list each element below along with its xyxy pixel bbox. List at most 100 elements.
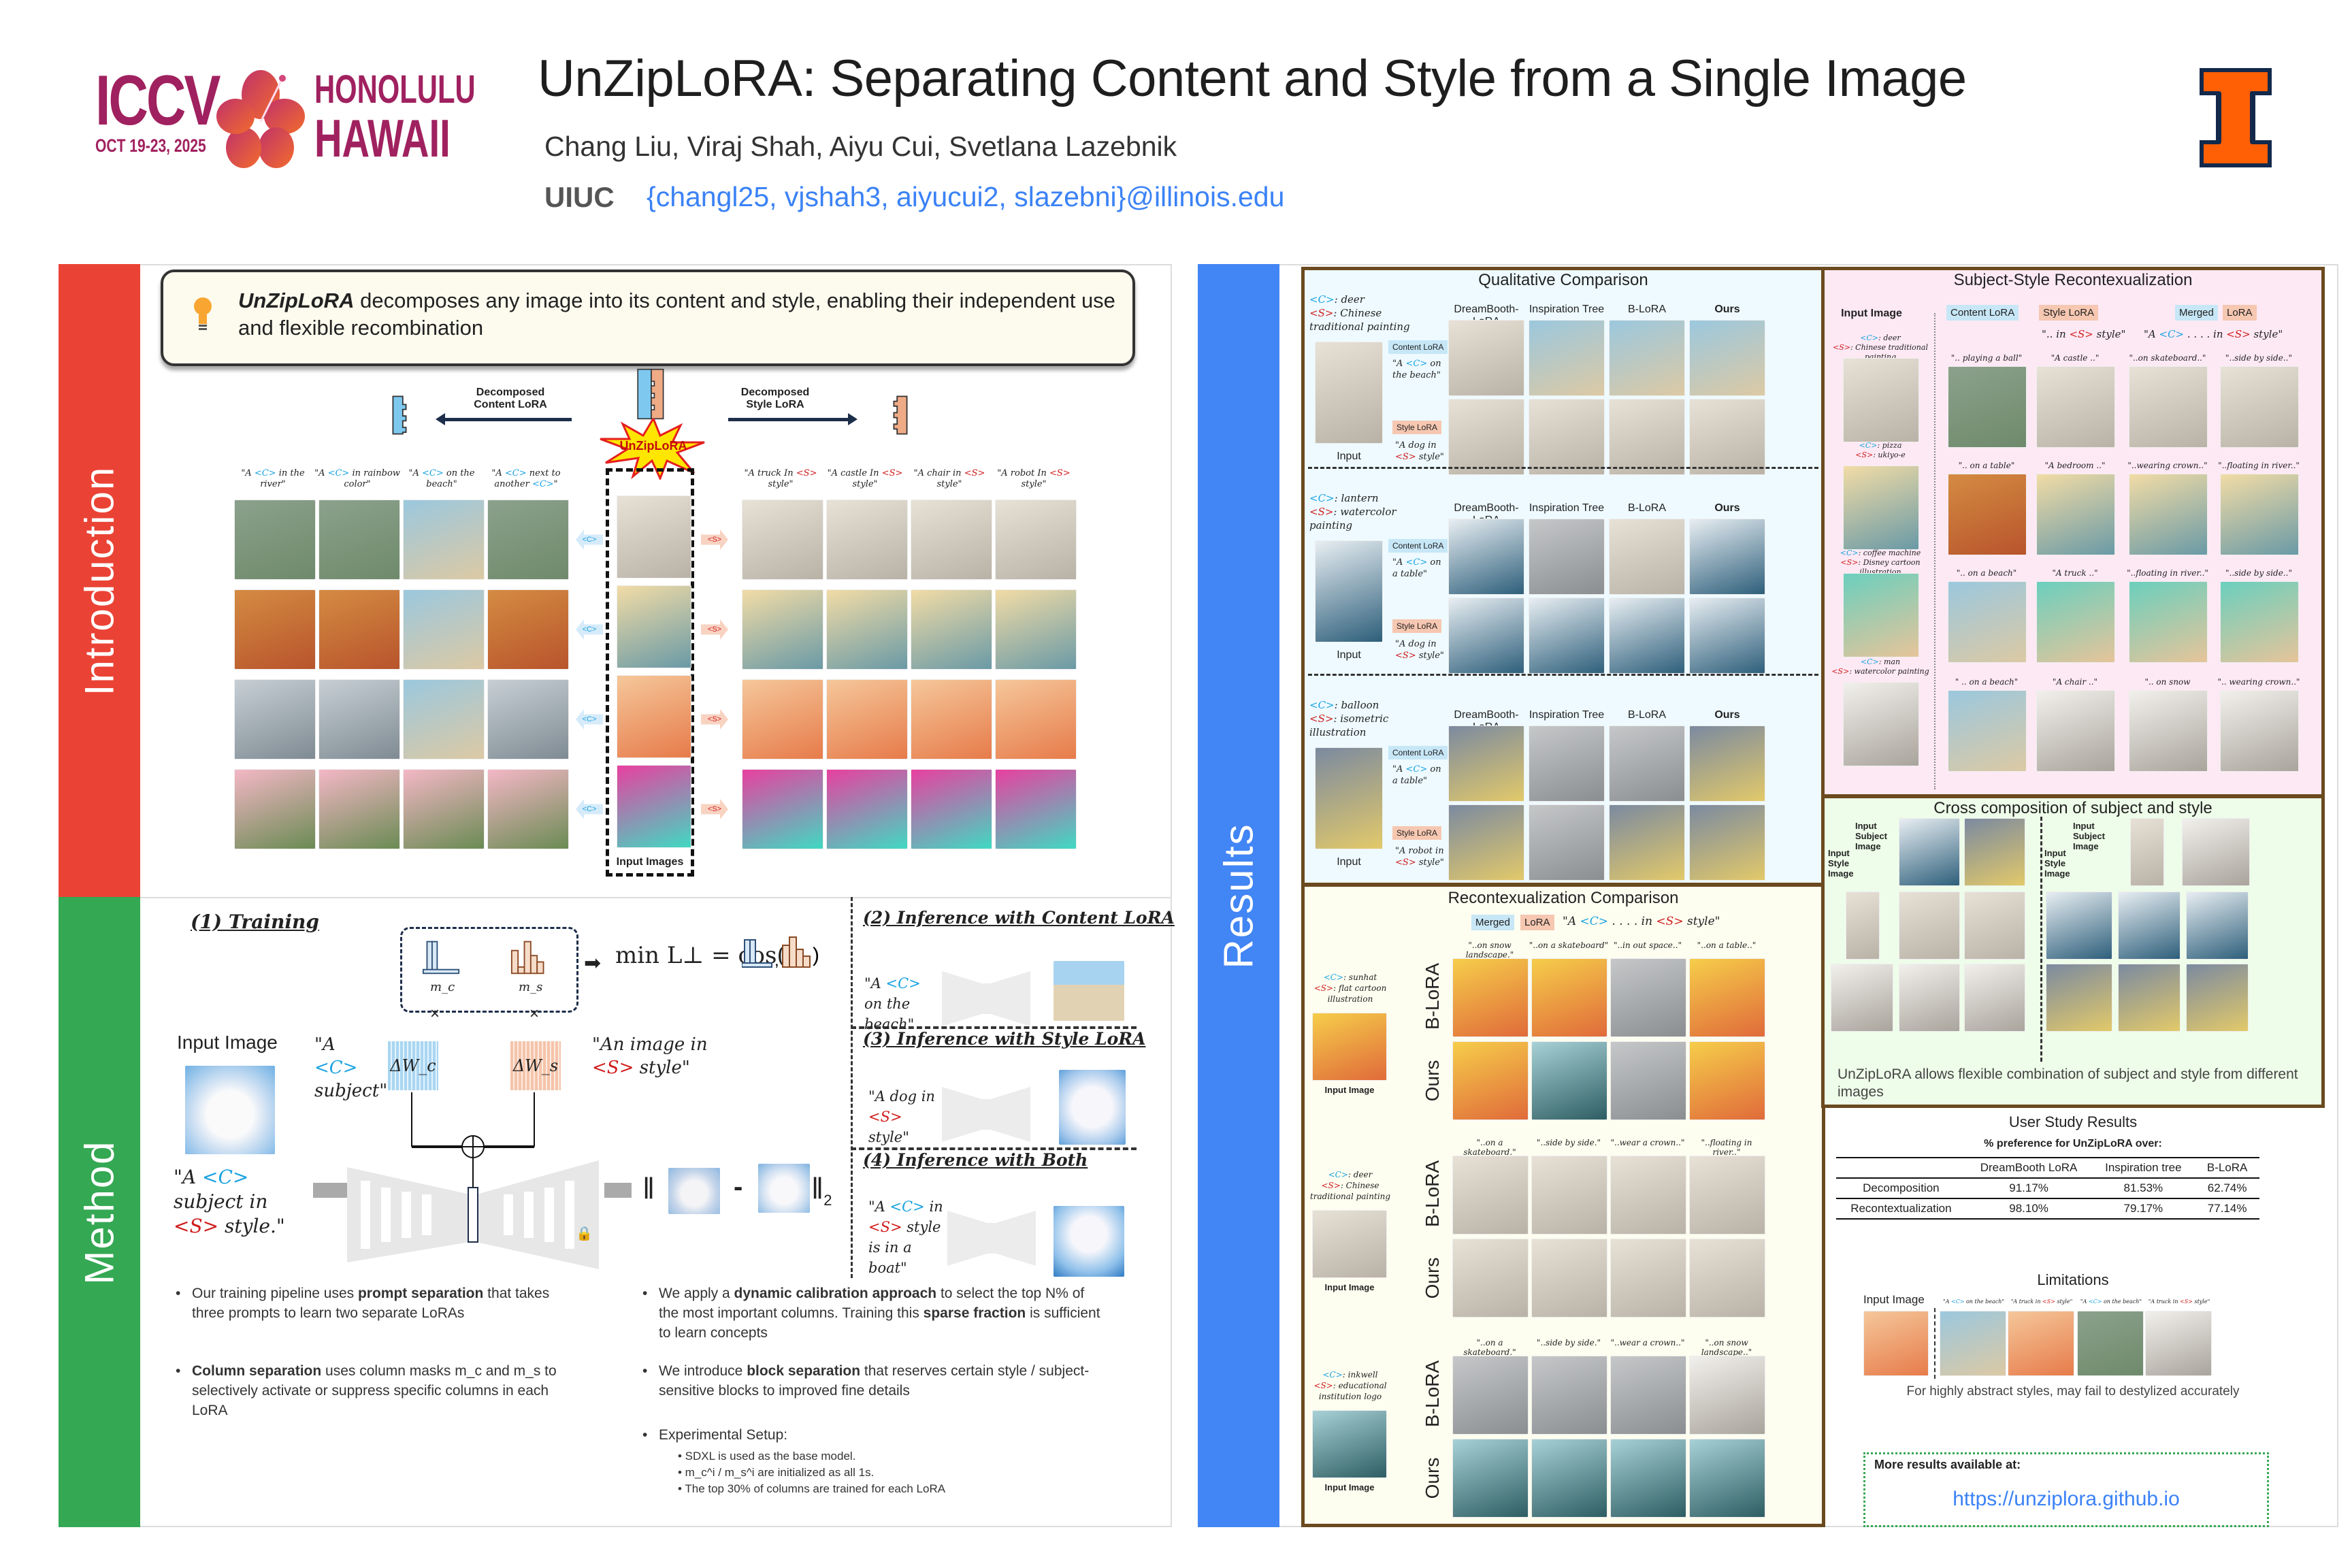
prompt-caption: "A castle .." — [2051, 353, 2100, 363]
mask-s-label: m_s — [519, 980, 543, 994]
cross-composition-title: Cross composition of subject and style — [1933, 799, 2212, 817]
cell-value: 98.10% — [2009, 1202, 2048, 1215]
callout-text: UnZipLoRA decomposes any image into its … — [238, 287, 1123, 342]
mask-box — [400, 927, 578, 1013]
recontext-result-image — [2036, 474, 2115, 555]
prompt-caption: ".. on a beach" — [1956, 568, 2017, 578]
content-lora-pill: Content LoRA — [1946, 305, 2019, 321]
cross-axis-label: Input Style Image — [2044, 848, 2070, 879]
ours-result-image — [1452, 1439, 1529, 1518]
content-prompt-caption: "A <C> in the river" — [241, 468, 305, 489]
poster-title: UnZipLoRA: Separating Content and Style … — [538, 50, 1967, 108]
content-result-image — [318, 500, 400, 580]
content-result-image — [234, 500, 316, 580]
input-label: Input — [1337, 649, 1361, 661]
limitation-result-image — [2008, 1311, 2074, 1376]
b-lora-result-image — [1452, 958, 1529, 1037]
input-cat-image — [185, 1066, 275, 1154]
method-bullet: Our training pipeline uses prompt separa… — [176, 1284, 559, 1323]
cross-axis-label: Input Subject Image — [2073, 821, 2105, 851]
method-column-header: Inspiration Tree — [1529, 502, 1605, 514]
subject-image — [2130, 818, 2164, 886]
input-label: Input — [1337, 856, 1361, 868]
method-bullet: Experimental Setup: — [642, 1425, 1108, 1445]
input-image-label: Input Image — [1324, 1282, 1375, 1292]
cross-divider — [2040, 817, 2042, 1062]
content-prompt: "A <C> subject" — [314, 1034, 388, 1101]
subject-style-divider — [1934, 313, 1936, 789]
row-label: Recontextualization — [1850, 1202, 1952, 1215]
input-image — [617, 675, 691, 758]
ours-result-image — [1689, 1239, 1765, 1318]
style-result-image — [826, 769, 908, 849]
content-result-image — [487, 589, 569, 670]
recontext-result-image — [1948, 474, 2027, 555]
input-image — [1843, 573, 1919, 657]
style-prompt-caption: "A truck In <S> style" — [744, 468, 817, 489]
limitation-prompt: "A <C> on the beach" — [2080, 1298, 2142, 1305]
limitation-prompt: "A <C> on the beach" — [1942, 1298, 2005, 1305]
b-lora-result-image — [1610, 958, 1686, 1037]
cell-value: 91.17% — [2009, 1181, 2048, 1194]
style-result-image — [995, 769, 1077, 849]
limitations-input-label: Input Image — [1863, 1293, 1925, 1306]
prompt-caption: "..floating in river.." — [2218, 461, 2300, 470]
style-lora-result-image — [1448, 598, 1524, 674]
style-only-prompt: ".. in <S> style" — [2042, 328, 2126, 340]
input-image — [1312, 1210, 1387, 1278]
ours-result-image — [1610, 1041, 1686, 1120]
hibiscus-icon — [216, 70, 305, 168]
style-result-image — [826, 500, 908, 580]
project-url-link[interactable]: https://unziplora.github.io — [1953, 1488, 2180, 1510]
recontext-result-image — [2036, 690, 2115, 772]
subject-image — [2182, 818, 2250, 886]
style-image — [1831, 964, 1893, 1032]
recontext-result-image — [2129, 366, 2208, 448]
b-lora-result-image — [1689, 1156, 1765, 1235]
content-concept: <C>: lantern<S>: watercolor painting — [1309, 492, 1396, 532]
content-lora-result-image — [1448, 519, 1524, 595]
svg-text:,: , — [774, 951, 779, 970]
mask-c-label: m_c — [430, 980, 455, 994]
b-lora-result-image — [1531, 958, 1607, 1037]
prompt-caption: "..wear a crown.." — [1610, 1338, 1685, 1348]
cell-value: 62.74% — [2207, 1181, 2247, 1194]
prompt-caption: ".. on a table" — [1958, 461, 2015, 470]
prompt-caption: "A truck .." — [2052, 568, 2098, 578]
prompt-caption: "A chair .." — [2052, 677, 2098, 687]
content-lora-result-image — [1448, 725, 1524, 802]
inference-style-title: (3) Inference with Style LoRA — [863, 1029, 1146, 1049]
style-lora-result-image — [1448, 399, 1524, 475]
style-result-image — [911, 500, 992, 580]
prompt-caption: "..side by side.." — [2225, 353, 2292, 363]
row-label-ours: Ours — [1422, 1457, 1443, 1499]
content-result-image — [403, 589, 485, 670]
style-prompt-caption: "A chair in <S> style" — [913, 468, 985, 489]
style-lora-result-image — [1689, 804, 1765, 881]
prompt-caption: "..on skateboard.." — [2129, 353, 2206, 363]
style-lora-pill: Style LoRA — [2039, 305, 2099, 321]
cross-result-image — [1964, 964, 2025, 1032]
method-column-header: Ours — [1714, 502, 1740, 514]
content-mask-icon — [422, 941, 460, 975]
style-lora-block-icon — [893, 395, 908, 435]
cross-composition-caption: UnZipLoRA allows flexible combination of… — [1838, 1066, 2298, 1100]
concept-label: <C>: sunhat<S>: flat cartoon illustratio… — [1313, 973, 1387, 1004]
style-lora-pill: Style LoRA — [1392, 826, 1442, 840]
method-bullet: Column separation uses column masks m_c … — [176, 1361, 559, 1420]
recontext-result-image — [2036, 581, 2115, 663]
content-lora-result-image — [1609, 725, 1685, 802]
introduction-section-bar: Introduction — [59, 264, 140, 897]
cat-in-boat-image — [1054, 1206, 1124, 1277]
content-result-image — [403, 679, 485, 760]
recontext-result-image — [1948, 366, 2027, 448]
input-images-frame — [606, 468, 694, 877]
author-emails[interactable]: {changl25, vjshah3, aiyucui2, slazebni}@… — [647, 181, 1285, 212]
combined-lora-block-icon — [637, 368, 664, 420]
method-column-header: Ours — [1714, 304, 1740, 315]
ours-result-image — [1531, 1439, 1607, 1518]
setup-item: • The top 30% of columns are trained for… — [678, 1482, 946, 1495]
input-image — [1315, 747, 1383, 849]
limitation-result-image — [1940, 1311, 2006, 1376]
times-symbol: × — [529, 1004, 540, 1023]
